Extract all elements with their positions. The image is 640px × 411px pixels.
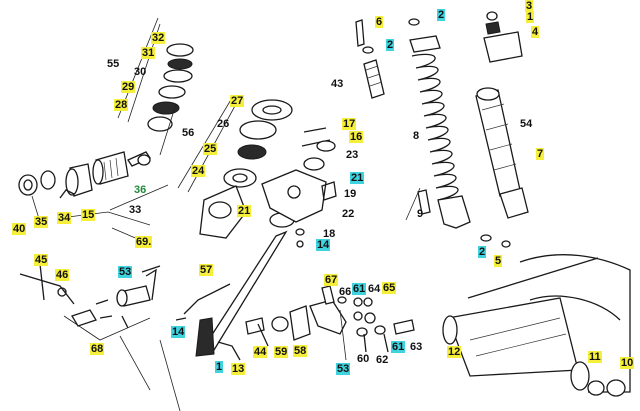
callout-7: 7: [536, 148, 545, 160]
head-bearing-stack: [117, 17, 194, 156]
callout-13: 13: [231, 363, 246, 375]
callout-61: 61: [352, 283, 367, 295]
callout-6: 6: [375, 16, 384, 28]
callout-21: 21: [350, 172, 365, 184]
callout-27: 27: [230, 95, 245, 107]
callout-34: 34: [57, 212, 72, 224]
callout-15: 15: [81, 209, 96, 221]
callout-11: 11: [588, 351, 602, 363]
callout-14: 14: [316, 239, 331, 251]
callout-64: 64: [368, 283, 381, 295]
callout-43: 43: [331, 78, 344, 90]
callout-17: 17: [342, 118, 357, 130]
callout-66: 66: [339, 286, 352, 298]
callout-67: 67: [324, 274, 339, 286]
callout-18: 18: [323, 228, 336, 240]
callout-68: 68: [90, 343, 105, 355]
swing-arm: [442, 254, 631, 397]
callout-61: 61: [391, 341, 406, 353]
callout-1: 1: [526, 11, 535, 23]
steering-assembly: [177, 97, 337, 357]
callout-10: 10: [620, 357, 635, 369]
callout-32: 32: [151, 32, 166, 44]
callout-2: 2: [437, 9, 446, 21]
callout-2: 2: [478, 246, 487, 258]
callout-46: 46: [55, 269, 70, 281]
rear-damper: [475, 11, 529, 219]
callout-26: 26: [217, 118, 230, 130]
callout-40: 40: [12, 223, 27, 235]
callout-29: 29: [121, 81, 136, 93]
callout-59: 59: [274, 346, 289, 358]
callout-30: 30: [134, 66, 147, 78]
callout-19: 19: [344, 188, 357, 200]
callout-53: 53: [336, 363, 351, 375]
callout-45: 45: [34, 254, 49, 266]
callout-25: 25: [203, 143, 218, 155]
callout-36: 36: [134, 184, 147, 196]
callout-23: 23: [346, 149, 359, 161]
callout-21: 21: [237, 205, 252, 217]
callout-16: 16: [349, 131, 364, 143]
callout-31: 31: [141, 47, 156, 59]
callout-53: 53: [118, 266, 133, 278]
callout-69: 69.: [135, 236, 153, 248]
guide-lines: [119, 187, 421, 411]
rear-shock-spring: [355, 18, 511, 248]
left-small-parts: [18, 151, 169, 241]
callout-2: 2: [386, 39, 395, 51]
callout-24: 24: [191, 165, 206, 177]
callout-57: 57: [199, 264, 214, 276]
callout-62: 62: [376, 354, 389, 366]
callout-9: 9: [417, 208, 424, 220]
callout-33: 33: [129, 204, 142, 216]
callout-1: 1: [215, 361, 224, 373]
callout-58: 58: [293, 345, 308, 357]
callout-28: 28: [114, 99, 129, 111]
callout-5: 5: [494, 255, 503, 267]
callout-56: 56: [182, 127, 195, 139]
callout-65: 65: [382, 282, 397, 294]
lower-linkage: [19, 263, 415, 361]
callout-8: 8: [413, 130, 420, 142]
callout-14: 14: [171, 326, 186, 338]
callout-60: 60: [357, 353, 370, 365]
callout-22: 22: [342, 208, 355, 220]
callout-44: 44: [253, 346, 268, 358]
callout-54: 54: [520, 118, 533, 130]
callout-63: 63: [410, 341, 423, 353]
callout-12: 12: [447, 346, 462, 358]
callout-3: 3: [525, 0, 534, 12]
callout-4: 4: [531, 26, 540, 38]
callout-35: 35: [34, 216, 49, 228]
callout-55: 55: [107, 58, 120, 70]
